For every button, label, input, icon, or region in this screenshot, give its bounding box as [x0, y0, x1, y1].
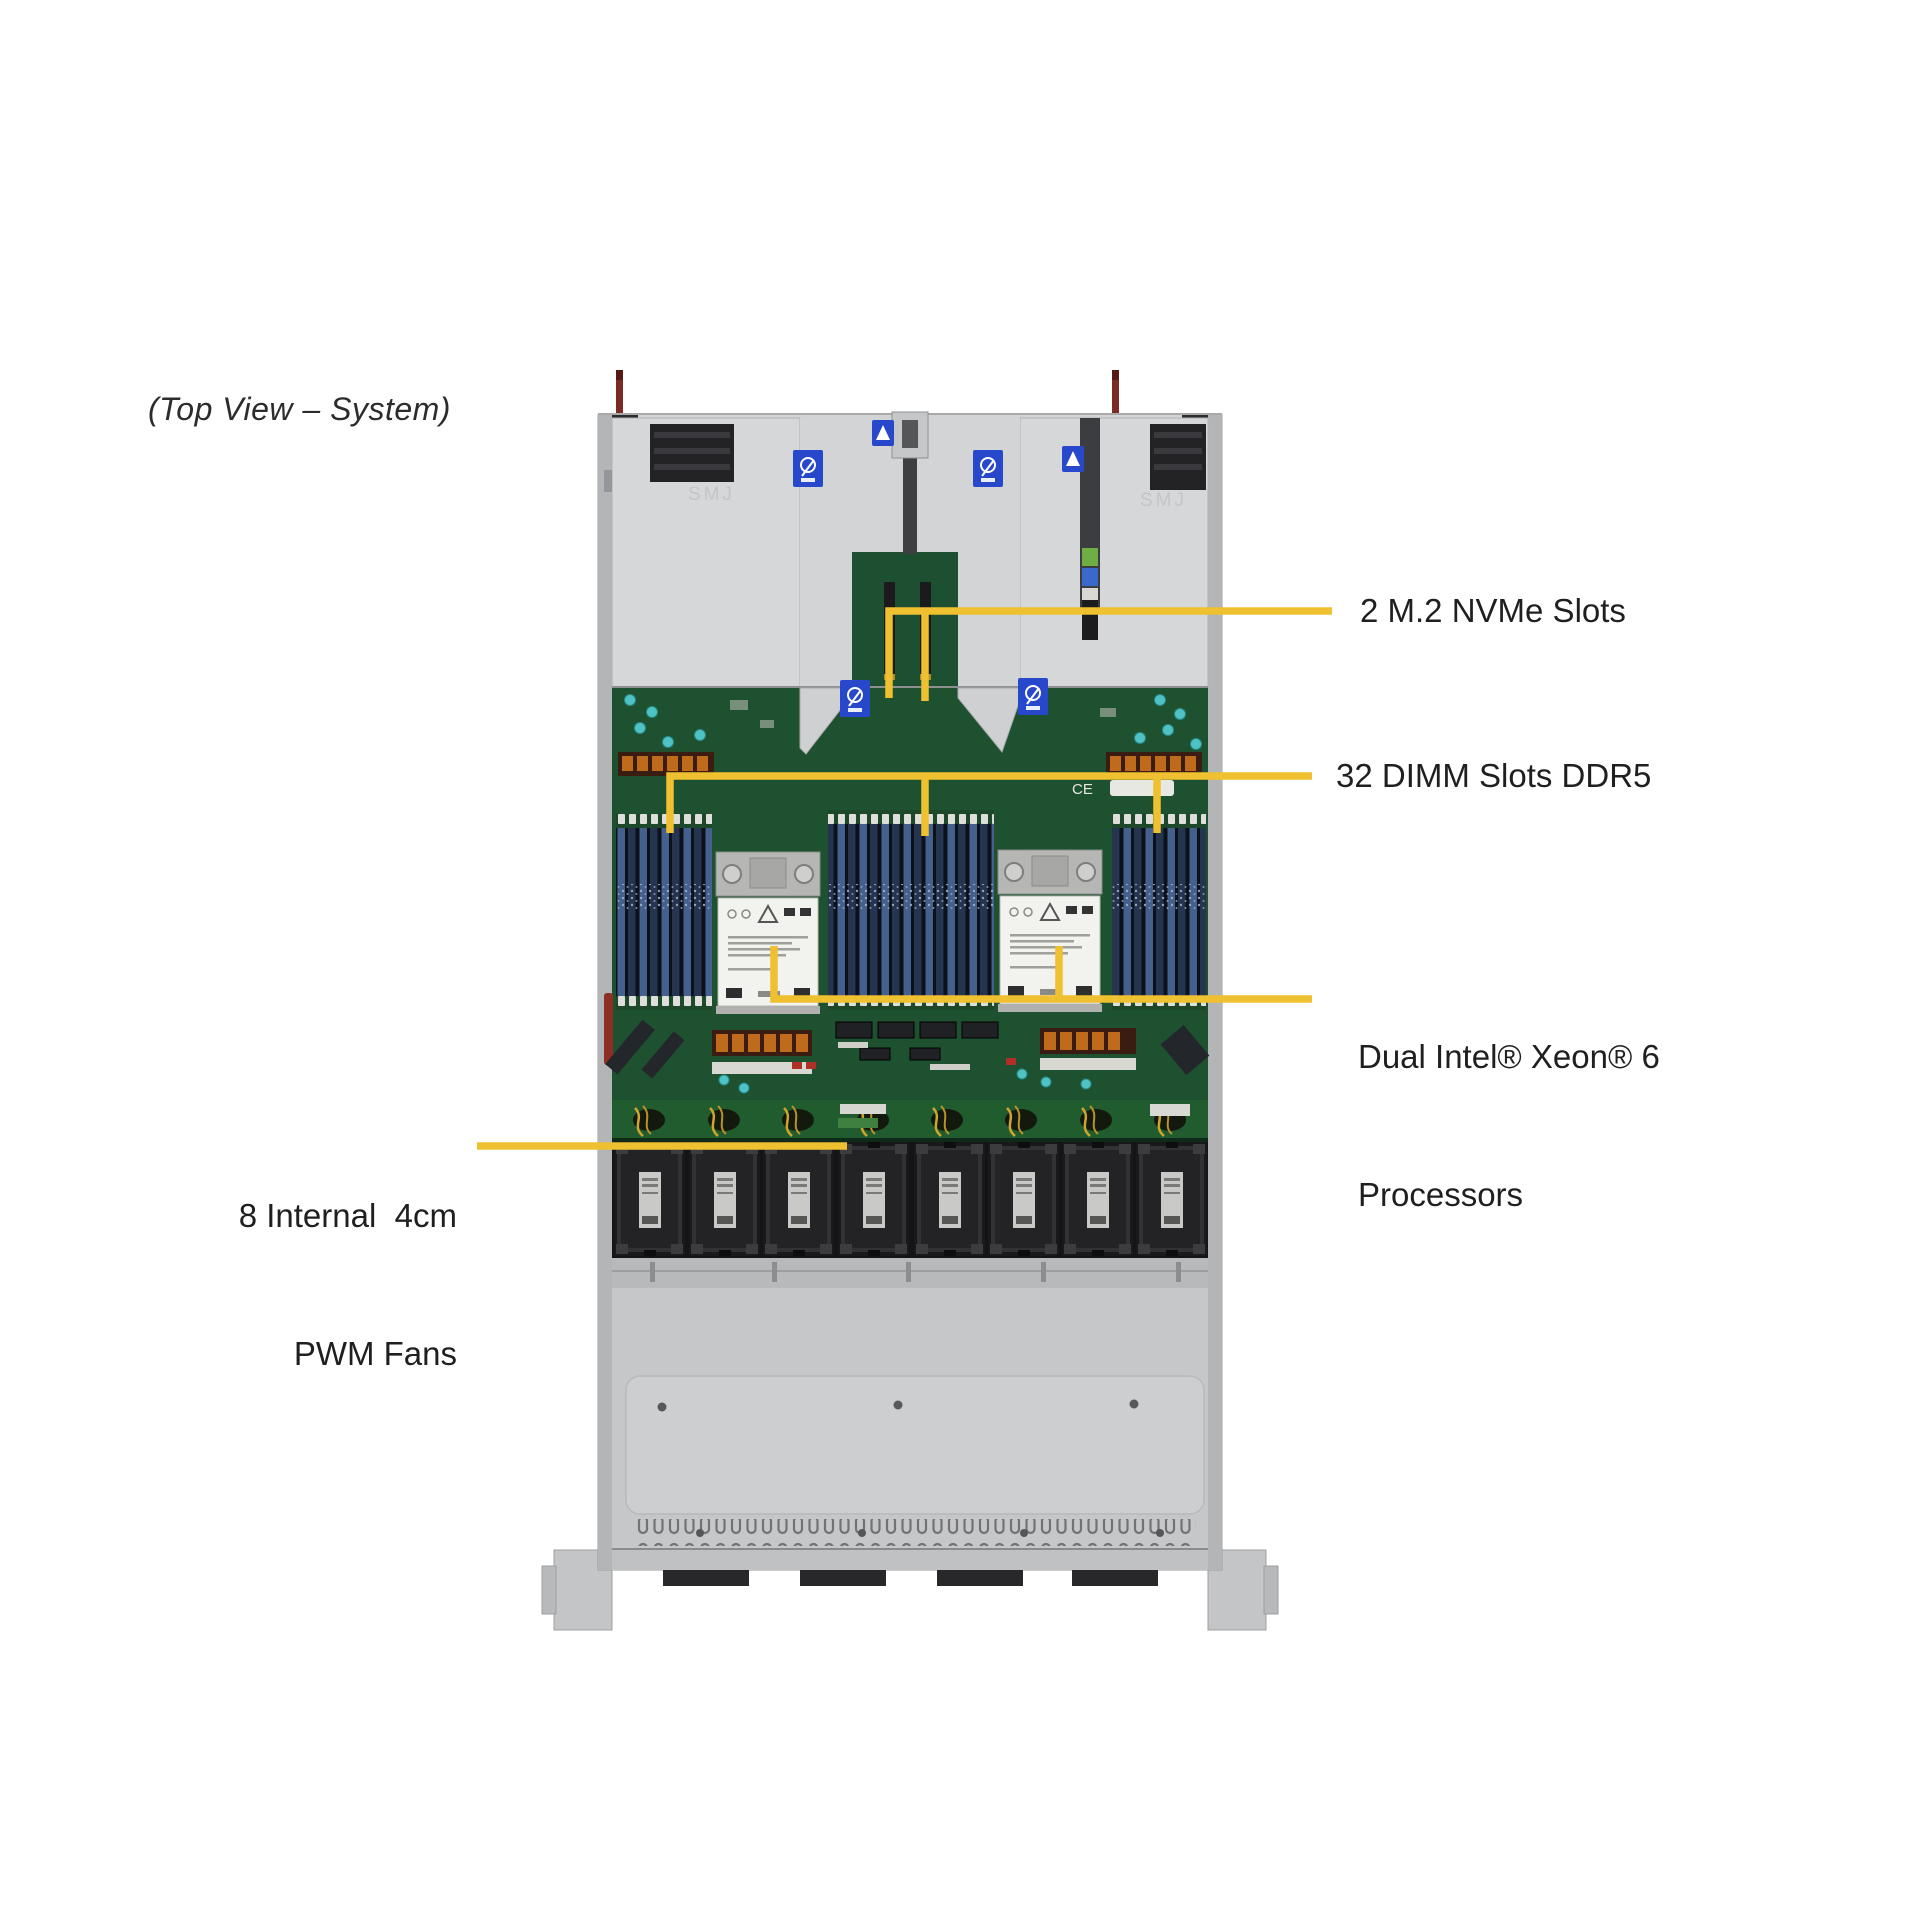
- cpu-socket-1: [715, 851, 821, 1015]
- screw: [1129, 1399, 1139, 1409]
- caution-label-icon: [839, 679, 871, 718]
- board-capacitors: [624, 694, 1202, 750]
- fan-5: [912, 1140, 987, 1258]
- warning-triangle-icon: [872, 420, 894, 446]
- fan-6: [986, 1140, 1061, 1258]
- dimm-bank-right: [1112, 828, 1206, 996]
- callout-label-cpu-line2: Processors: [1358, 1176, 1524, 1213]
- callout-label-dimm: 32 DIMM Slots DDR5: [1336, 757, 1652, 794]
- m2-riser-board: [852, 552, 958, 688]
- callout-lines: [477, 607, 1332, 1150]
- motherboard: CE: [604, 677, 1210, 1102]
- m2-callout-line: [885, 607, 1332, 698]
- fan-1: [612, 1140, 687, 1258]
- ce-mark: CE: [1072, 781, 1093, 798]
- rear-latch-pin-left: [616, 370, 623, 418]
- caution-label-icon: [1017, 677, 1049, 716]
- callout-label-cpu: Dual Intel® Xeon® 6 Processors: [1358, 942, 1660, 1264]
- front-tab: [937, 1570, 1023, 1586]
- callout-label-cpu-line1: Dual Intel® Xeon® 6: [1358, 1038, 1660, 1075]
- fan-8: [1134, 1140, 1209, 1258]
- psu-right: SMJ: [1019, 417, 1209, 689]
- cpu-callout-line: [770, 946, 1312, 1003]
- chassis-rail-left: [598, 415, 612, 1570]
- fan-board: [612, 1100, 1208, 1142]
- front-tab: [800, 1570, 886, 1586]
- power-connectors-upper: [618, 752, 1202, 776]
- chassis-rail-right: [1208, 415, 1222, 1570]
- fan-row: [612, 1140, 1209, 1258]
- dimm-bank-left: [616, 828, 712, 996]
- page-title: (Top View – System): [148, 391, 451, 427]
- fan-7: [1060, 1140, 1135, 1258]
- caution-label-icon: [792, 449, 824, 488]
- fan-2: [687, 1140, 762, 1258]
- screw: [893, 1400, 903, 1410]
- front-vent-row: [636, 1519, 1196, 1546]
- warning-triangle-icon: [1062, 446, 1084, 472]
- dimm-callout-line: [666, 772, 1312, 833]
- fan-3: [761, 1140, 836, 1258]
- caution-label-icon: [972, 449, 1004, 488]
- psu-left: SMJ: [604, 417, 801, 689]
- fan-4: [836, 1140, 911, 1258]
- callout-label-fans-line2: PWM Fans: [293, 1335, 457, 1372]
- callout-label-m2: 2 M.2 NVMe Slots: [1360, 592, 1626, 629]
- cpu-socket-2: [997, 849, 1103, 1013]
- callout-label-fans-line1: 8 Internal 4cm: [238, 1197, 457, 1234]
- psu-embossed-text: SMJ: [688, 484, 735, 505]
- psu-section: SMJ SMJ: [604, 411, 1209, 689]
- front-tab: [1072, 1570, 1158, 1586]
- front-tab: [663, 1570, 749, 1586]
- callout-label-fans: 8 Internal 4cm PWM Fans: [180, 1101, 457, 1423]
- front-section: [612, 1258, 1208, 1586]
- screw: [657, 1402, 667, 1412]
- rear-latch-pin-right: [1112, 370, 1119, 418]
- release-lever: [604, 993, 613, 1065]
- lower-board-connectors: [604, 993, 1210, 1094]
- psu-embossed-text: SMJ: [1140, 490, 1187, 511]
- mounting-ear-right: [1207, 1549, 1279, 1631]
